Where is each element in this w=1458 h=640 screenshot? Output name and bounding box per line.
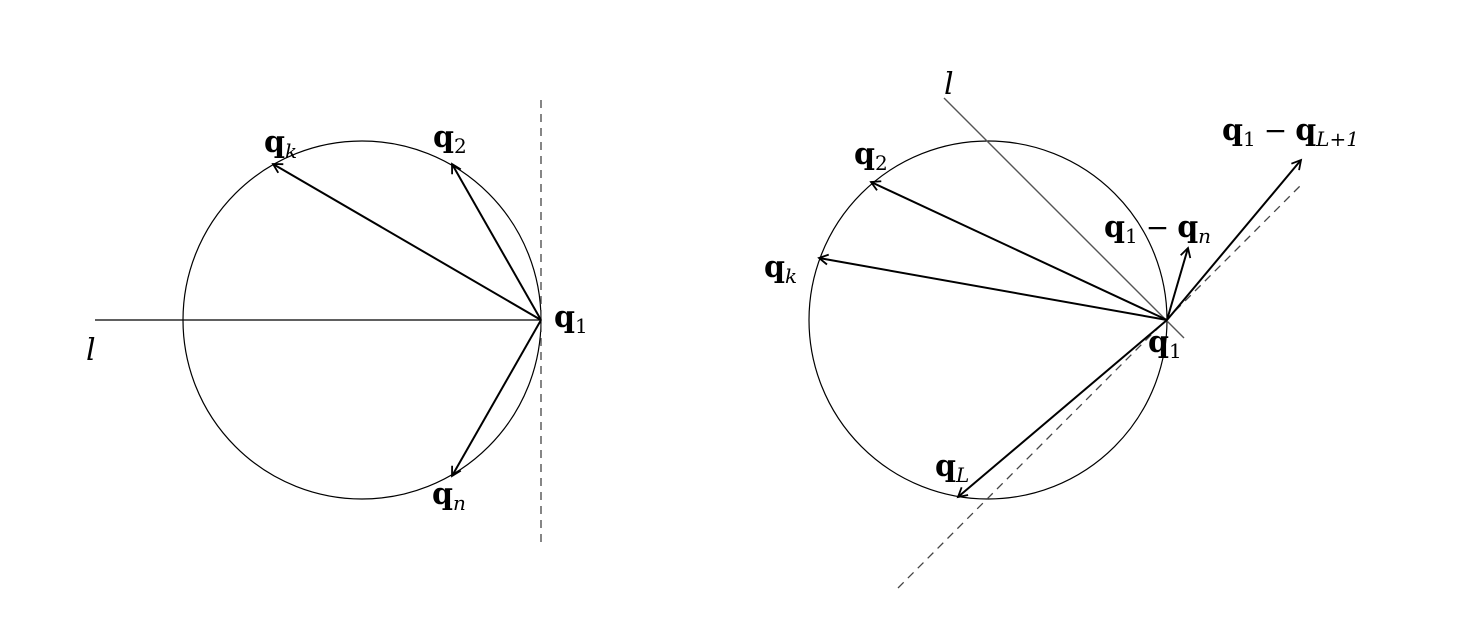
right-arrow-q2 bbox=[869, 180, 1168, 321]
right-dashed-line bbox=[897, 183, 1303, 589]
right-arrow-q1-minus-qL1 bbox=[1166, 158, 1303, 321]
left-label-qn: qn bbox=[432, 477, 466, 515]
right-line-l bbox=[943, 97, 1185, 339]
right-label-qk: qk bbox=[764, 250, 797, 288]
left-label-q1: q1 bbox=[554, 300, 588, 338]
left-arrow-q2 bbox=[451, 162, 542, 321]
right-arrow-qL bbox=[956, 319, 1168, 499]
left-label-qk: qk bbox=[264, 125, 297, 163]
right-label-q1-minus-qL1: q1−qL+1 bbox=[1222, 113, 1359, 151]
left-arrow-qk bbox=[271, 163, 542, 321]
right-line-l-label: l bbox=[944, 67, 954, 102]
right-arrow-q1-minus-qn bbox=[1166, 246, 1192, 321]
right-label-q1: q1 bbox=[1148, 325, 1182, 363]
right-circle bbox=[808, 140, 1168, 500]
right-label-q1-minus-qn: q1−qn bbox=[1104, 210, 1211, 248]
left-line-l-label: l bbox=[86, 333, 96, 368]
right-label-q2: q2 bbox=[854, 137, 888, 175]
right-panel: l q2 qk q1 qL q1−qn q1−qL+1 bbox=[764, 67, 1359, 589]
left-arrow-qn bbox=[451, 319, 542, 478]
right-arrow-qk bbox=[817, 253, 1168, 321]
left-panel: l qk q2 q1 qn bbox=[86, 100, 588, 545]
right-label-qL: qL bbox=[935, 449, 969, 487]
left-label-q2: q2 bbox=[433, 120, 467, 158]
